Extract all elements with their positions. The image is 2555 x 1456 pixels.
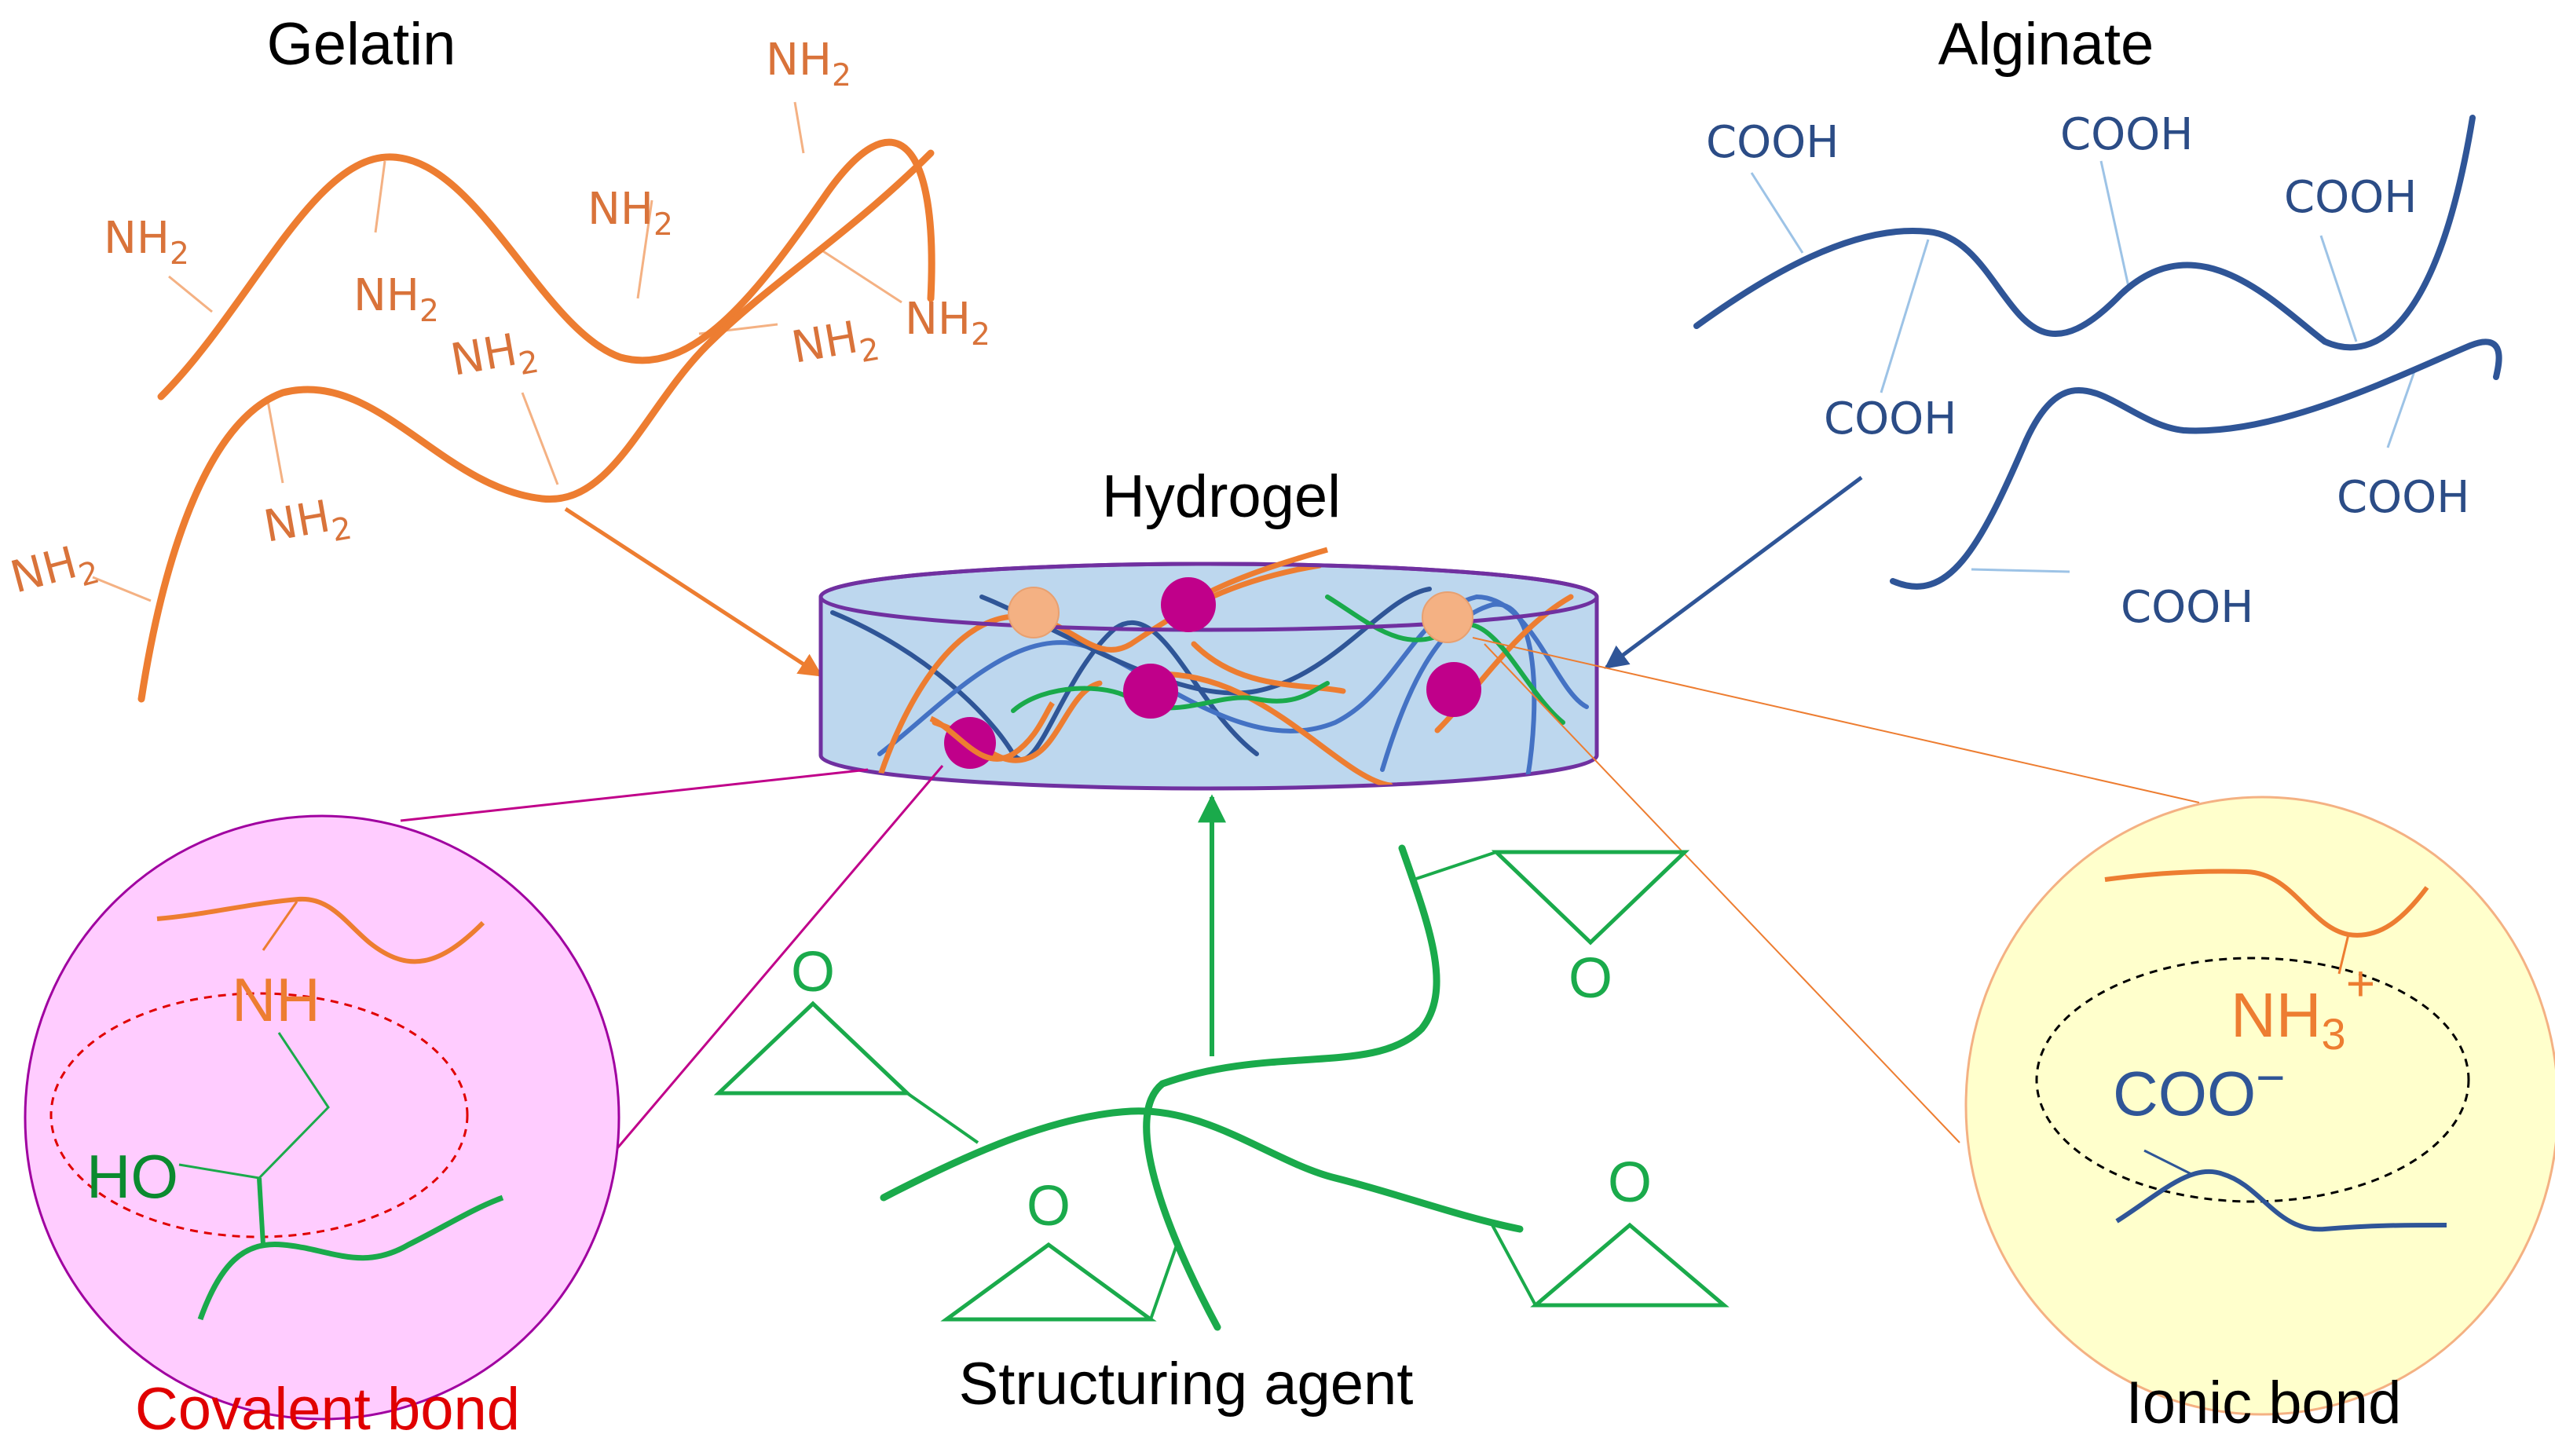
epoxide-oxygen: O [1608, 1151, 1652, 1214]
ionic-site [1008, 587, 1060, 638]
amine-label: NH2 [353, 270, 439, 329]
covalent-agent-chain [197, 1194, 504, 1321]
epoxide-ring [1491, 850, 1690, 946]
carboxyl-label: COOH [2060, 109, 2193, 160]
covalent-nh-label: NH [232, 965, 320, 1034]
amine-label: NH2 [766, 35, 851, 93]
ionic-inset-circle [1964, 796, 2555, 1416]
amine-label: NH2 [104, 213, 189, 272]
amine-label: NH2 [788, 309, 882, 382]
ionic-reaction-zone [2035, 957, 2470, 1203]
ionic-coo-label: COO− [2113, 1049, 2286, 1129]
hydrogel-disc: Hydrogel [818, 463, 1599, 791]
epoxide-oxygen-labels: O O O O [791, 941, 1652, 1238]
covalent-gelatin-chain [156, 896, 485, 964]
amine-label: NH2 [588, 184, 673, 243]
alginate-side-chains [1750, 160, 2417, 573]
carboxyl-label: COOH [1706, 117, 1839, 168]
agent-backbone-horizontal [880, 1107, 1524, 1233]
amine-label: NH2 [5, 532, 104, 612]
alginate-chain-1 [1693, 115, 2476, 351]
alginate-carboxyl-groups: COOH COOH COOH COOH COOH COOH [1706, 109, 2469, 633]
amine-label: NH2 [260, 488, 354, 561]
ionic-site [1422, 591, 1473, 643]
epoxide-ring [1530, 1222, 1730, 1308]
structuring-agent-label: Structuring agent [959, 1351, 1414, 1418]
hydrogel-title: Hydrogel [1102, 463, 1341, 530]
covalent-bond-inset: NH HO Covalent bond [24, 765, 944, 1443]
covalent-ho-label: HO [86, 1142, 178, 1211]
ionic-nh3-label: NH3+ [2231, 955, 2375, 1059]
ionic-sites [1008, 587, 1473, 643]
covalent-site [1123, 664, 1178, 719]
carboxyl-label: COOH [2284, 172, 2417, 223]
amine-label: NH2 [447, 321, 541, 394]
alginate-to-hydrogel-arrow [1604, 475, 1863, 670]
structuring-agent-molecule: O O O O Structuring agent [713, 794, 1730, 1418]
epoxide-linkers [906, 851, 1537, 1320]
carboxyl-label: COOH [2337, 472, 2469, 523]
ionic-bond-inset: NH3+ COO− Ionic bond [1472, 637, 2555, 1436]
agent-backbone-vertical [1143, 844, 1440, 1331]
covalent-bond-label: Covalent bond [135, 1376, 520, 1443]
gelatin-chain-upper [157, 138, 935, 401]
epoxide-oxygen: O [1569, 947, 1612, 1010]
covalent-site [944, 717, 996, 769]
gelatin-molecule: Gelatin NH2 NH2 NH2 NH2 NH2 NH2 NH2 NH2 [5, 11, 990, 703]
alginate-molecule: Alginate COOH COOH COOH COOH COOH COOH [1693, 11, 2502, 633]
alginate-title: Alginate [1938, 11, 2154, 78]
gelatin-to-hydrogel-arrow [564, 507, 823, 678]
carboxyl-label: COOH [1824, 393, 1957, 444]
epoxide-oxygen: O [1027, 1175, 1071, 1238]
epoxide-rings [713, 850, 1730, 1322]
gelatin-title: Gelatin [267, 11, 456, 78]
epoxide-ring [940, 1242, 1157, 1322]
epoxide-oxygen: O [791, 941, 835, 1004]
ionic-gelatin-chain [2104, 869, 2429, 938]
covalent-inset-circle [24, 814, 620, 1421]
gelatin-side-chains [92, 101, 902, 602]
gelatin-amine-groups: NH2 NH2 NH2 NH2 NH2 NH2 NH2 NH2 NH2 [5, 35, 990, 612]
covalent-linker [178, 1032, 330, 1180]
epoxide-ring [713, 1001, 913, 1096]
ionic-bond-label: Ionic bond [2126, 1370, 2402, 1436]
covalent-site [1161, 577, 1216, 632]
amine-label: NH2 [905, 294, 990, 353]
gelatin-chain-lower [137, 149, 935, 703]
carboxyl-label: COOH [2121, 582, 2253, 633]
hydrogel-rim [818, 562, 1599, 632]
covalent-reaction-zone [49, 992, 469, 1238]
ionic-alginate-chain [2115, 1169, 2447, 1232]
gelatin-strand-over-site [929, 701, 1055, 762]
covalent-site [1426, 662, 1481, 717]
alginate-chain-2 [1890, 338, 2502, 590]
